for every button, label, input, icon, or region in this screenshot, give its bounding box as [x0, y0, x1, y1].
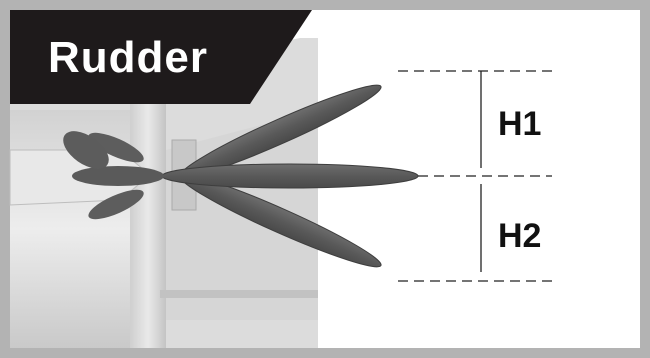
- reference-lines: [398, 70, 552, 282]
- h2-label: H2: [498, 217, 541, 255]
- h1-label: H1: [498, 105, 541, 143]
- title: Rudder: [48, 33, 208, 82]
- rudder-deflections: [63, 84, 419, 268]
- rudder-horn: [63, 131, 109, 169]
- title-banner: Rudder: [10, 10, 312, 104]
- rudder-neutral-position: [72, 163, 419, 189]
- rudder-up-position: [88, 84, 382, 220]
